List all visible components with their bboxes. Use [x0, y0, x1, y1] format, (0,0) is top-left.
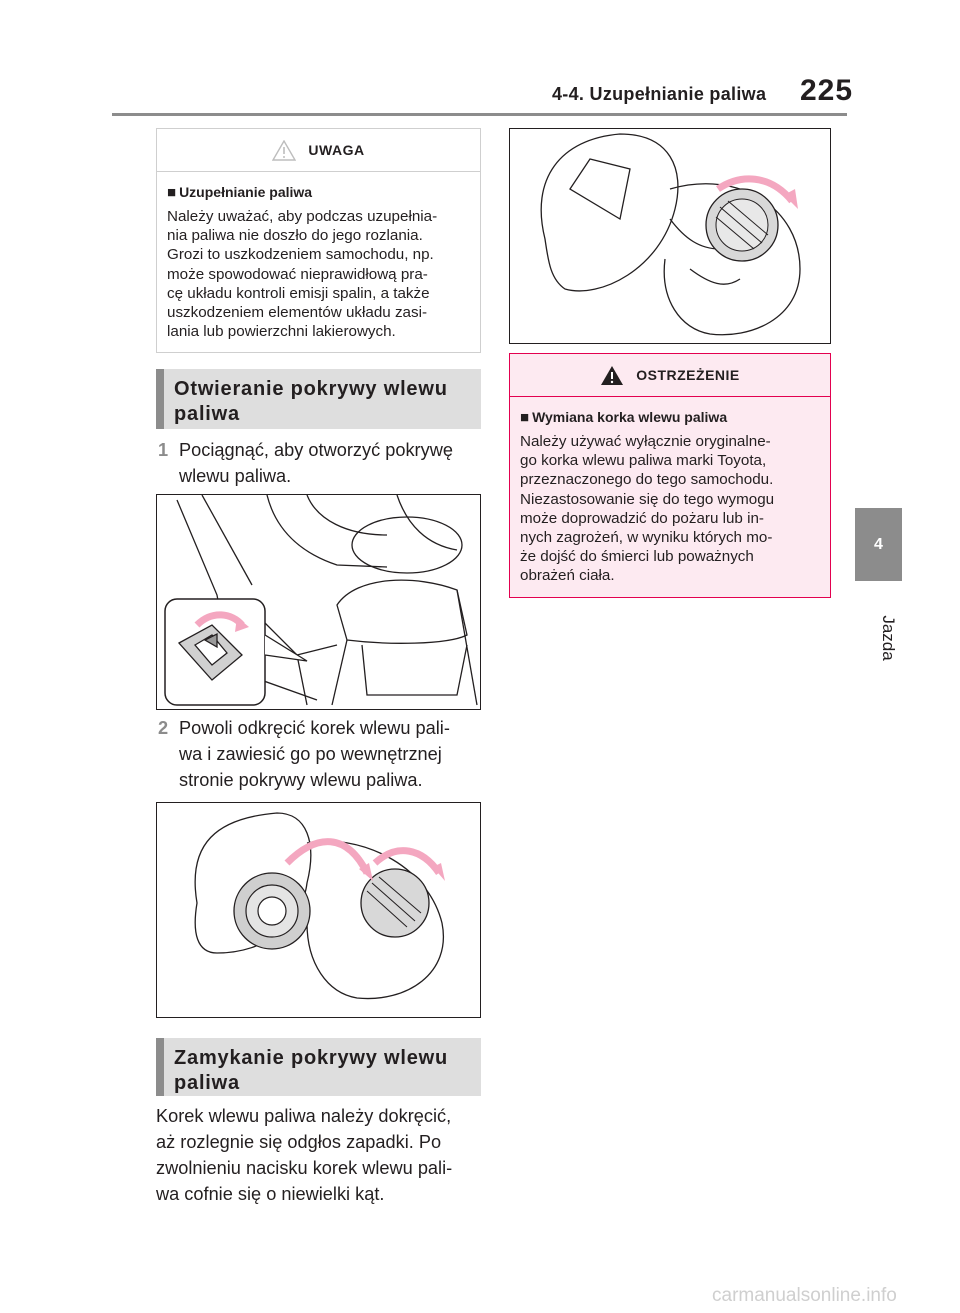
section-heading-opening: Otwieranie pokrywy wlewu paliwa: [156, 369, 481, 429]
warning-title: OSTRZEŻENIE: [636, 367, 740, 383]
caution-box: UWAGA ■Uzupełnianie paliwa Należy uważać…: [156, 128, 481, 353]
caution-line: Należy uważać, aby podczas uzupełnia-: [167, 208, 438, 225]
paragraph-line: zwolnieniu nacisku korek wlewu pali-: [156, 1158, 453, 1178]
warning-line: go korka wlewu paliwa marki Toyota,: [520, 452, 767, 470]
caution-line: lania lub powierzchni lakierowych.: [167, 323, 396, 341]
section-heading-line: Zamykanie pokrywy wlewu: [174, 1047, 449, 1069]
step-line: Powoli odkręcić korek wlewu pali-: [179, 718, 450, 738]
warning-line: Należy używać wyłącznie oryginalne-: [520, 433, 771, 450]
step-number: 2: [158, 718, 169, 738]
warning-line: przeznaczonego do tego samochodu.: [520, 471, 774, 489]
closing-paragraph: Korek wlewu paliwa należy dokręcić, aż r…: [156, 1103, 486, 1207]
caution-header: UWAGA: [157, 129, 480, 172]
step-line: wlewu paliwa.: [179, 466, 292, 486]
paragraph-line: aż rozlegnie się odgłos zapadki. Po: [156, 1132, 442, 1152]
caution-line: nia paliwa nie doszło do jego rozlania.: [167, 227, 423, 245]
caution-title: UWAGA: [308, 142, 365, 158]
warning-body: Należy używać wyłącznie oryginalne- go k…: [520, 432, 820, 586]
caution-body: Należy uważać, aby podczas uzupełnia- ni…: [167, 207, 470, 341]
cap-closing-illustration: [540, 133, 801, 336]
header-rule: [112, 113, 847, 116]
warning-subtitle-row: ■Wymiana korka wlewu paliwa: [520, 409, 830, 426]
section-heading-closing: Zamykanie pokrywy wlewu paliwa: [156, 1038, 481, 1096]
warning-triangle-outline-icon: [272, 139, 297, 161]
caution-line: cę układu kontroli emisji spalin, a takż…: [167, 284, 430, 302]
chapter-tab-number: 4: [855, 508, 902, 581]
step-text: Pociągnąć, aby otworzyć pokrywę wlewu pa…: [179, 437, 483, 489]
step-text: Powoli odkręcić korek wlewu pali- wa i z…: [179, 715, 483, 793]
section-heading-line: paliwa: [174, 1072, 240, 1094]
step-2: 2 Powoli odkręcić korek wlewu pali- wa i…: [158, 715, 483, 793]
step-line: stronie pokrywy wlewu paliwa.: [179, 770, 423, 790]
warning-header: OSTRZEŻENIE: [510, 354, 830, 397]
paragraph-line: Korek wlewu paliwa należy dokręcić,: [156, 1106, 452, 1126]
running-header-section: 4-4. Uzupełnianie paliwa: [552, 84, 767, 104]
step-line: Pociągnąć, aby otworzyć pokrywę: [179, 440, 453, 460]
caution-line: Grozi to uszkodzeniem samochodu, np.: [167, 246, 434, 264]
warning-line: Niezastosowanie się do tego wymogu: [520, 490, 775, 508]
warning-subtitle: Wymiana korka wlewu paliwa: [532, 409, 728, 425]
warning-line: może doprowadzić do pożaru lub in-: [520, 509, 764, 527]
caution-subtitle: Uzupełnianie paliwa: [179, 184, 313, 200]
caution-subtitle-row: ■Uzupełnianie paliwa: [167, 184, 480, 201]
warning-line: że dojść do śmierci lub poważnych: [520, 548, 754, 566]
section-heading-line: paliwa: [174, 403, 240, 425]
caution-line: uszkodzeniem elementów układu zasi-: [167, 304, 428, 322]
site-watermark: carmanualsonline.info: [712, 1285, 897, 1306]
section-heading-line: Otwieranie pokrywy wlewu: [174, 378, 448, 400]
caution-line: może spowodować nieprawidłową pra-: [167, 265, 428, 283]
warning-line: obrażeń ciała.: [520, 567, 615, 585]
page-number: 225: [800, 74, 854, 107]
lever-illustration: [164, 495, 478, 706]
step-number: 1: [158, 440, 169, 460]
bullet-square-icon: ■: [167, 184, 177, 201]
figure-cap-removal: [156, 802, 481, 1018]
bullet-square-icon: ■: [520, 409, 530, 426]
step-line: wa i zawiesić go po wewnętrznej: [179, 744, 442, 764]
figure-cap-closing: [509, 128, 831, 344]
step-1: 1 Pociągnąć, aby otworzyć pokrywę wlewu …: [158, 437, 483, 489]
paragraph-line: wa cofnie się o niewielki kąt.: [156, 1184, 385, 1204]
cap-removal-illustration: [194, 812, 445, 1000]
chapter-tab-label: Jazda: [879, 615, 898, 661]
warning-triangle-filled-icon: [601, 365, 624, 385]
warning-box: OSTRZEŻENIE ■Wymiana korka wlewu paliwa …: [509, 353, 831, 598]
warning-line: nych zagrożeń, w wyniku których mo-: [520, 529, 773, 547]
figure-fuel-door-lever: [156, 494, 481, 710]
